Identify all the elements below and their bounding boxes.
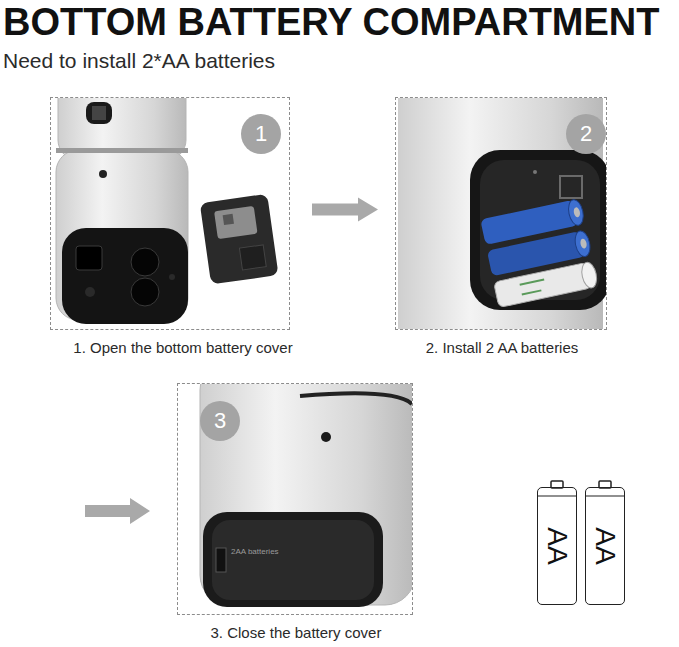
battery-well <box>131 248 159 276</box>
step-panel: 1. Open the bottom battery cover1 <box>50 97 290 330</box>
head-socket <box>92 106 106 120</box>
battery-band <box>538 495 576 496</box>
cover-marking: 2AA batteries <box>231 547 279 557</box>
square-slot <box>76 246 102 270</box>
inserted-batteries <box>480 198 598 307</box>
contact <box>223 214 234 225</box>
cover-marking-block: 2AA batteries <box>231 547 279 557</box>
step-panel: 2. Install 2 AA batteries2 <box>395 97 607 330</box>
cover-plate <box>200 194 279 285</box>
page-title: BOTTOM BATTERY COMPARTMENT <box>3 2 660 44</box>
indicator-dot <box>99 170 107 178</box>
battery-print <box>520 280 544 285</box>
battery-band <box>586 495 624 496</box>
title-block: BOTTOM BATTERY COMPARTMENT <box>3 2 660 44</box>
battery-opening <box>62 228 188 324</box>
step-number-text: 2 <box>580 123 592 145</box>
battery-end <box>566 198 585 226</box>
step-number: 2 <box>566 114 606 154</box>
battery-end <box>580 261 599 289</box>
subtitle: Need to install 2*AA batteries <box>3 48 275 73</box>
bottom-end <box>470 150 606 310</box>
cover-face <box>212 520 374 600</box>
step-arrow <box>85 498 150 524</box>
square-slot <box>560 176 582 198</box>
battery-label: AA <box>543 527 571 564</box>
battery-print <box>522 290 542 294</box>
body-seam <box>56 148 188 153</box>
subtitle-block: Need to install 2*AA batteries <box>3 48 275 73</box>
cover-latch <box>239 245 266 270</box>
install-picture <box>398 98 606 329</box>
closed-cover <box>203 512 383 607</box>
step-caption: 2. Install 2 AA batteries <box>336 339 668 356</box>
indicator-dot <box>321 432 331 442</box>
aa-battery: AA <box>585 487 625 605</box>
battery-well <box>131 278 159 306</box>
battery-terminal <box>573 207 581 218</box>
step-caption: 1. Open the bottom battery cover <box>3 339 363 356</box>
body-seam <box>300 393 412 404</box>
silver-battery <box>494 262 592 307</box>
step-number: 3 <box>200 401 240 441</box>
flow-arrow <box>312 198 378 222</box>
battery-label: AA <box>591 527 619 564</box>
screw-hole <box>85 287 95 297</box>
step-number-text: 1 <box>255 123 267 145</box>
head-opening <box>86 102 112 124</box>
step-number-text: 3 <box>214 410 226 432</box>
contact-plate <box>214 206 258 239</box>
step-number: 1 <box>241 114 281 154</box>
screw-hole <box>169 274 175 280</box>
battery-end <box>573 230 592 258</box>
battery-terminal <box>580 238 588 249</box>
closed-device-picture <box>200 384 412 607</box>
battery-cover <box>200 194 279 285</box>
screw-hole <box>533 170 537 174</box>
step-panel: 3. Close the battery cover3 <box>177 383 413 615</box>
step-caption: 3. Close the battery cover <box>118 624 474 641</box>
cover-slot <box>216 548 226 572</box>
aa-battery: AA <box>537 487 577 605</box>
